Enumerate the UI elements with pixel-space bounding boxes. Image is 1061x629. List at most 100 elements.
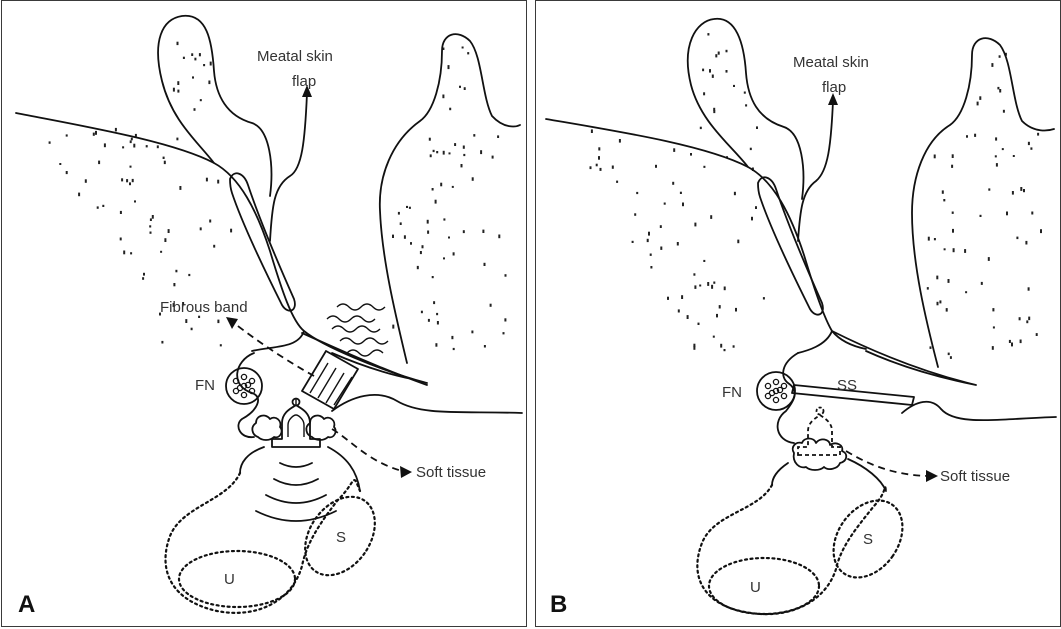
- stipple-dot: [755, 206, 757, 209]
- canal-floor: [301, 332, 428, 386]
- stipple-dot: [504, 274, 507, 277]
- stipple-dot: [172, 303, 175, 307]
- stipple-dot: [1030, 147, 1033, 150]
- stipple-dot: [733, 191, 736, 196]
- stipple-dot: [713, 110, 716, 114]
- stipple-dot: [442, 94, 445, 99]
- utricle-outline: [707, 556, 821, 616]
- stipple-dot: [1002, 109, 1005, 113]
- stipple-dot: [655, 164, 657, 168]
- stipple-dot: [209, 61, 212, 66]
- stipple-dot: [434, 199, 437, 204]
- stipple-dot: [936, 301, 939, 306]
- stipple-dot: [448, 152, 451, 155]
- stipple-dot: [463, 87, 466, 90]
- meatal-flap-line: [269, 92, 308, 242]
- stipple-dot: [979, 96, 982, 100]
- bone-stipple: [48, 41, 507, 351]
- stipple-dot: [443, 218, 446, 221]
- stipple-dot: [131, 178, 134, 183]
- stipple-dot: [208, 80, 211, 85]
- stipple-dot: [980, 281, 983, 285]
- stipple-dot: [693, 345, 696, 350]
- stipple-dot: [1031, 211, 1034, 215]
- stipple-dot: [995, 137, 998, 141]
- flap-label: flap: [292, 73, 317, 90]
- stipple-dot: [217, 319, 220, 324]
- stipple-dot: [447, 65, 450, 70]
- nerve-fiber-dot: [232, 387, 240, 395]
- stipple-dot: [408, 206, 411, 209]
- stipple-dot: [929, 346, 932, 349]
- stipple-dot: [998, 55, 1001, 58]
- stipple-dot: [716, 313, 718, 318]
- stipple-dot: [203, 64, 206, 67]
- stipple-dot: [192, 76, 194, 79]
- stipple-dot: [462, 145, 465, 149]
- stipple-dot: [191, 53, 194, 56]
- stipple-dot: [121, 178, 124, 182]
- soft-tissue-arrow: [331, 428, 403, 472]
- stipple-dot: [230, 228, 233, 233]
- nerve-fiber-dot: [780, 382, 788, 390]
- stipple-dot: [149, 231, 152, 234]
- stipple-dot: [590, 129, 593, 133]
- stipple-dot: [690, 153, 692, 156]
- stipple-dot: [392, 234, 394, 238]
- stipple-dot: [710, 215, 713, 219]
- stipple-dot: [991, 63, 994, 67]
- nerve-fiber-dot: [240, 373, 248, 381]
- stipple-dot: [646, 238, 649, 243]
- stipple-dot: [599, 167, 602, 171]
- stipple-dot: [697, 322, 700, 325]
- stipple-dot: [498, 234, 501, 239]
- stipple-dot: [497, 135, 500, 138]
- wavy-lines: [326, 303, 389, 357]
- stipple-dot: [173, 283, 176, 287]
- stipple-dot: [129, 182, 131, 186]
- stipple-dot: [397, 211, 400, 215]
- nerve-fiber-dot: [772, 378, 780, 386]
- stipple-dot: [723, 286, 726, 291]
- stipple-dot: [209, 219, 212, 223]
- stipple-dot: [616, 180, 619, 183]
- nerve-fiber-dot: [772, 396, 780, 404]
- stipple-dot: [673, 148, 676, 152]
- stipple-dot: [694, 285, 697, 289]
- stipple-dot: [992, 326, 995, 329]
- stipple-dot: [939, 300, 942, 304]
- stipple-dot: [164, 238, 167, 242]
- stipple-dot: [725, 49, 728, 53]
- stipple-dot: [102, 204, 105, 207]
- stipple-dot: [951, 164, 954, 168]
- stipple-dot: [707, 33, 710, 36]
- stipple-dot: [427, 230, 430, 234]
- stipple-dot: [421, 245, 424, 249]
- stipple-dot: [702, 68, 705, 72]
- stipple-dot: [451, 335, 454, 340]
- stipple-dot: [403, 235, 406, 239]
- stipple-dot: [420, 310, 423, 314]
- stipple-dot: [78, 192, 81, 197]
- stipple-dot: [84, 179, 87, 183]
- stipple-dot: [1037, 132, 1040, 136]
- diagram-b: [545, 18, 1057, 616]
- stipple-dot: [1025, 240, 1028, 245]
- stipple-dot: [151, 215, 154, 219]
- stipple-dot: [995, 163, 998, 167]
- stipple-dot: [473, 134, 476, 137]
- stipple-dot: [480, 150, 483, 155]
- stipple-dot: [462, 230, 465, 234]
- stipple-dot: [703, 165, 706, 168]
- stipple-dot: [926, 287, 929, 290]
- stipple-dot: [98, 160, 101, 165]
- stipple-dot: [123, 250, 126, 255]
- fibrous-band-arrowhead: [226, 317, 238, 329]
- soft-tissue-arrow: [845, 450, 929, 477]
- stipple-dot: [130, 137, 133, 141]
- stipple-dot: [949, 356, 952, 359]
- stipple-dot: [198, 53, 201, 57]
- vestibule-outline: [164, 471, 362, 614]
- stipple-dot: [65, 134, 68, 137]
- stipple-dot: [1018, 317, 1021, 321]
